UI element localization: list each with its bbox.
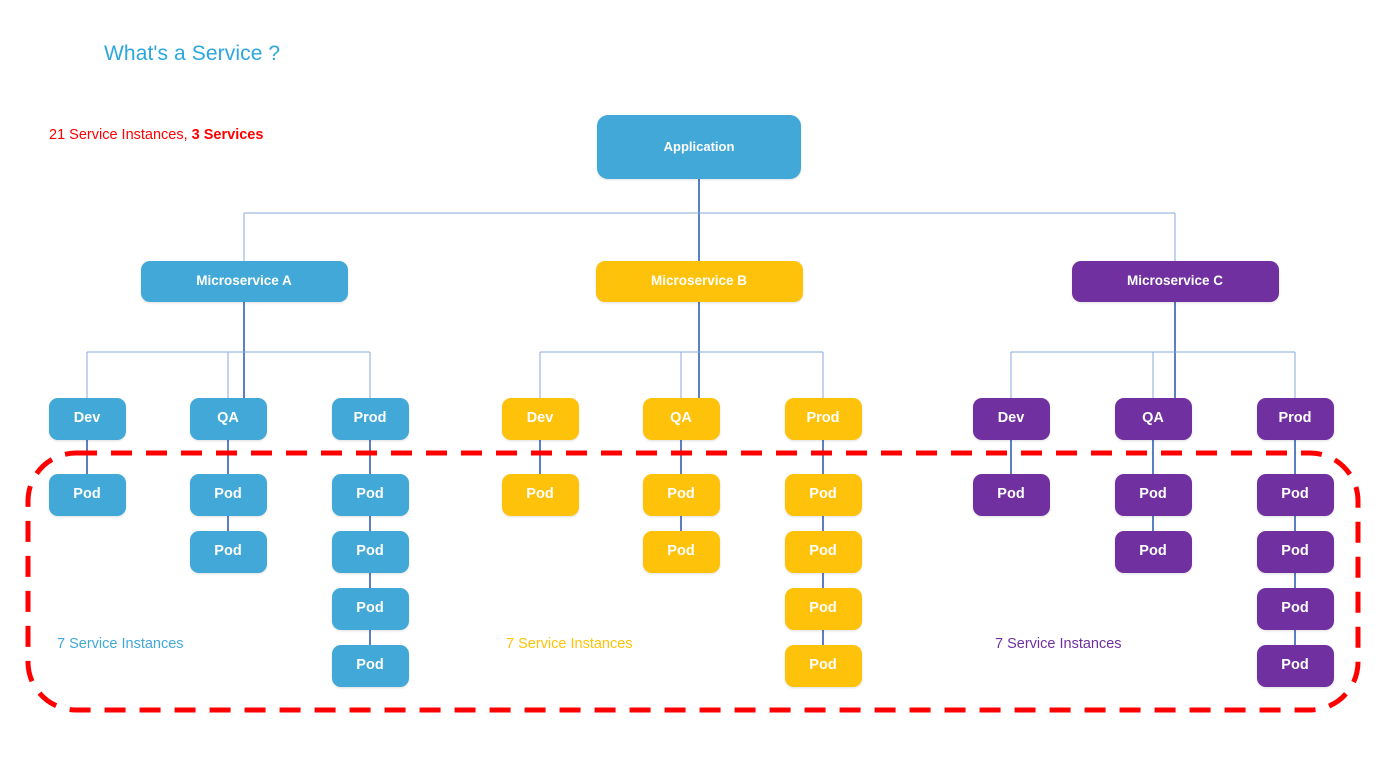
pod-node-2-2-2-label: Pod (1281, 600, 1309, 617)
application-node[interactable]: Application (597, 115, 801, 179)
environment-node-1-1-label: QA (670, 410, 692, 427)
pod-node-1-1-0[interactable]: Pod (642, 474, 720, 516)
instances-label-2: 7 Service Instances (995, 636, 1122, 652)
pod-node-0-0-0-label: Pod (73, 486, 101, 503)
microservice-node-2-label: Microservice C (1126, 273, 1224, 289)
environment-node-1-1[interactable]: QA (642, 398, 720, 440)
instances-label-1: 7 Service Instances (506, 636, 633, 652)
page-title: What's a Service ? (104, 42, 281, 65)
pod-node-1-1-0-label: Pod (667, 486, 695, 503)
environment-node-2-2-label: Prod (1278, 410, 1312, 427)
pod-node-1-2-3[interactable]: Pod (784, 645, 862, 687)
pod-node-1-2-2[interactable]: Pod (784, 588, 862, 630)
microservice-node-0[interactable]: Microservice A (140, 261, 348, 302)
environment-node-0-2-label: Prod (353, 410, 387, 427)
environment-node-2-1-label: QA (1142, 410, 1164, 427)
environment-node-2-2[interactable]: Prod (1256, 398, 1334, 440)
pod-node-2-2-0[interactable]: Pod (1256, 474, 1334, 516)
pod-node-1-0-0-label: Pod (526, 486, 554, 503)
environment-node-1-0-label: Dev (526, 410, 554, 427)
pod-node-2-1-0[interactable]: Pod (1114, 474, 1192, 516)
pod-node-2-0-0-label: Pod (997, 486, 1025, 503)
pod-node-0-1-0-label: Pod (214, 486, 242, 503)
environment-node-1-2[interactable]: Prod (784, 398, 862, 440)
pod-node-1-1-1-label: Pod (667, 543, 695, 560)
pod-node-0-0-0[interactable]: Pod (48, 474, 126, 516)
pod-node-2-2-3-label: Pod (1281, 657, 1309, 674)
total-summary: 21 Service Instances, 3 Services (49, 127, 263, 143)
pod-node-0-1-0[interactable]: Pod (189, 474, 267, 516)
pod-node-0-2-0-label: Pod (356, 486, 384, 503)
pod-node-0-2-2[interactable]: Pod (331, 588, 409, 630)
pod-node-0-2-2-label: Pod (356, 600, 384, 617)
total-summary-prefix: 21 Service Instances, (49, 127, 192, 143)
pod-node-2-1-0-label: Pod (1139, 486, 1167, 503)
pod-node-2-1-1-label: Pod (1139, 543, 1167, 560)
pod-node-1-2-0-label: Pod (809, 486, 837, 503)
pod-node-1-2-1[interactable]: Pod (784, 531, 862, 573)
total-summary-strong: 3 Services (191, 127, 264, 143)
pod-node-2-2-1-label: Pod (1281, 543, 1309, 560)
microservice-node-1-label: Microservice B (650, 273, 748, 289)
environment-node-2-0-label: Dev (997, 410, 1025, 427)
environment-node-0-2[interactable]: Prod (331, 398, 409, 440)
instances-label-0: 7 Service Instances (57, 636, 184, 652)
pod-node-0-2-0[interactable]: Pod (331, 474, 409, 516)
microservice-node-0-label: Microservice A (196, 273, 292, 289)
environment-node-2-0[interactable]: Dev (972, 398, 1050, 440)
environment-node-1-0[interactable]: Dev (501, 398, 579, 440)
pod-node-1-0-0[interactable]: Pod (501, 474, 579, 516)
pod-node-2-0-0[interactable]: Pod (972, 474, 1050, 516)
pod-node-0-2-3[interactable]: Pod (331, 645, 409, 687)
environment-node-2-1[interactable]: QA (1114, 398, 1192, 440)
environment-node-1-2-label: Prod (806, 410, 840, 427)
environment-node-0-1-label: QA (217, 410, 239, 427)
microservice-node-1[interactable]: Microservice B (595, 261, 803, 302)
pod-node-1-1-1[interactable]: Pod (642, 531, 720, 573)
pod-node-2-1-1[interactable]: Pod (1114, 531, 1192, 573)
pod-node-1-2-1-label: Pod (809, 543, 837, 560)
pod-node-2-2-2[interactable]: Pod (1256, 588, 1334, 630)
environment-node-0-0-label: Dev (73, 410, 101, 427)
pod-node-0-2-1[interactable]: Pod (331, 531, 409, 573)
pod-node-1-2-0[interactable]: Pod (784, 474, 862, 516)
pod-node-2-2-3[interactable]: Pod (1256, 645, 1334, 687)
microservice-node-2[interactable]: Microservice C (1071, 261, 1279, 302)
pod-node-0-1-1[interactable]: Pod (189, 531, 267, 573)
pod-node-0-2-1-label: Pod (356, 543, 384, 560)
pod-node-1-2-3-label: Pod (809, 657, 837, 674)
pod-node-2-2-1[interactable]: Pod (1256, 531, 1334, 573)
environment-node-0-1[interactable]: QA (189, 398, 267, 440)
pod-node-1-2-2-label: Pod (809, 600, 837, 617)
environment-node-0-0[interactable]: Dev (48, 398, 126, 440)
pod-node-2-2-0-label: Pod (1281, 486, 1309, 503)
pod-node-0-2-3-label: Pod (356, 657, 384, 674)
pod-node-0-1-1-label: Pod (214, 543, 242, 560)
application-node-label: Application (663, 138, 735, 154)
